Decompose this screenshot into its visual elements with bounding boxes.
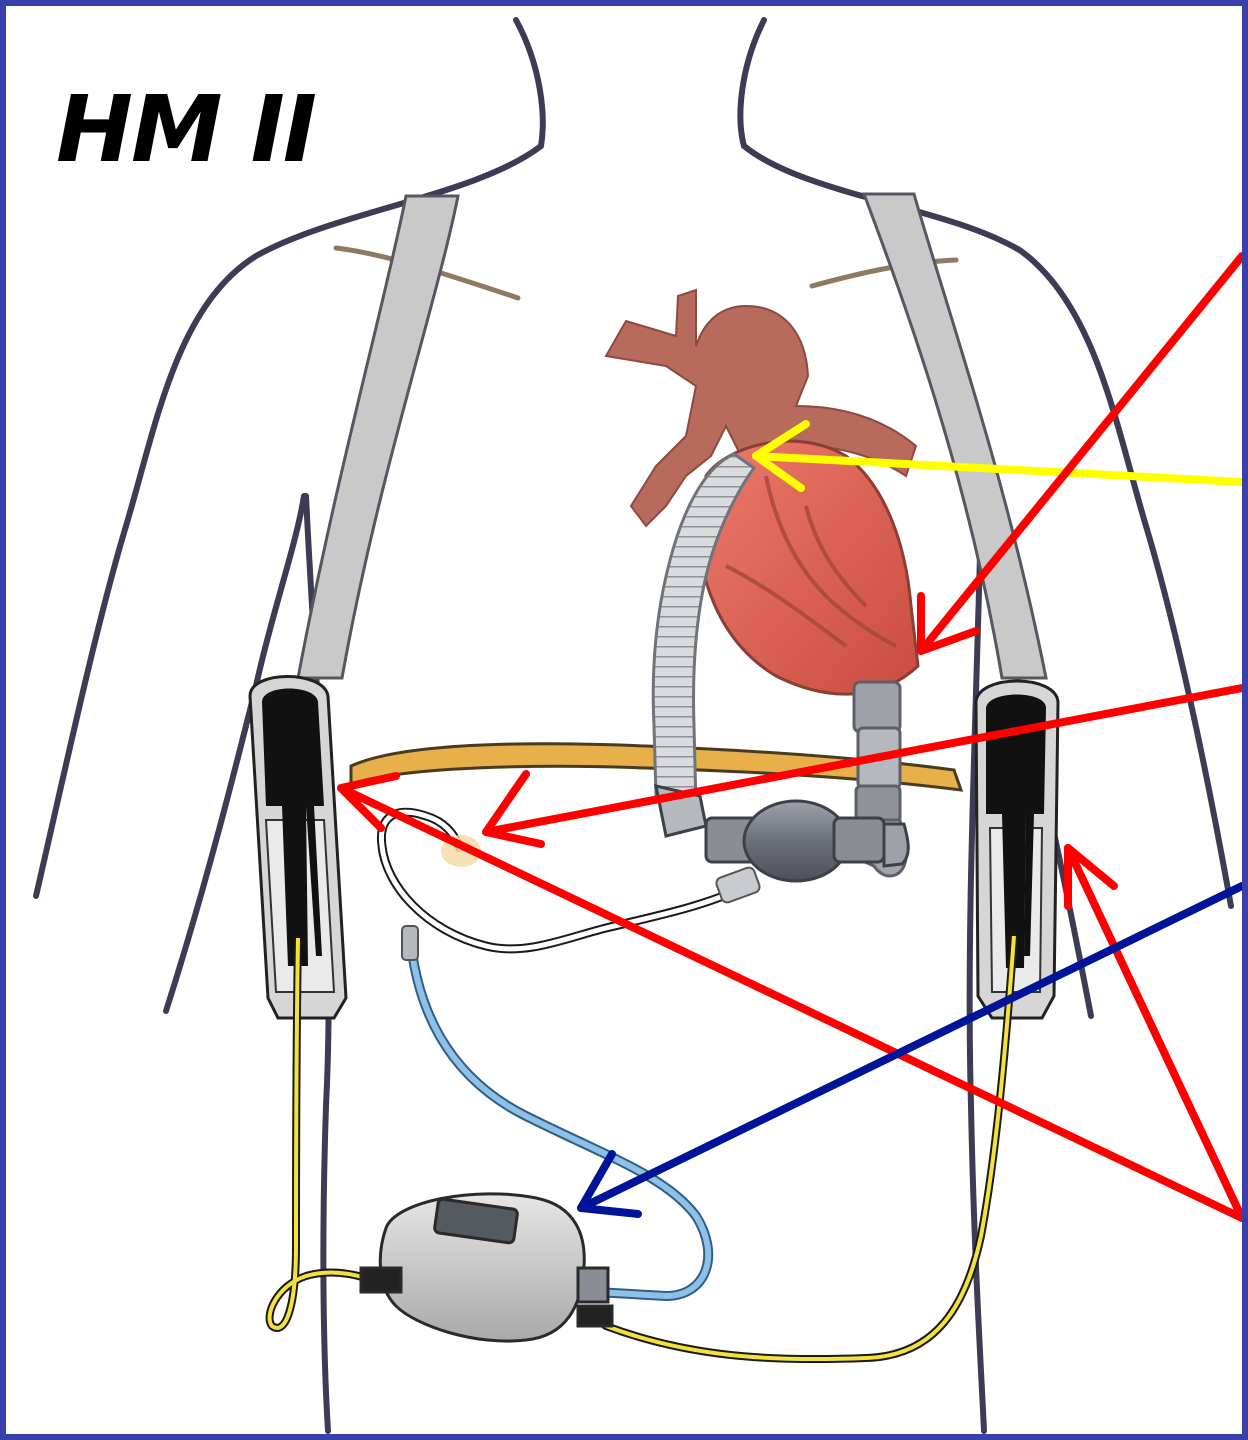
lvad-illustration: [6, 6, 1242, 1434]
blue-arrow-controller: [581, 886, 1242, 1214]
system-controller: [361, 1194, 612, 1341]
device-title: HM II: [56, 84, 315, 176]
driveline-connector: [715, 866, 761, 904]
